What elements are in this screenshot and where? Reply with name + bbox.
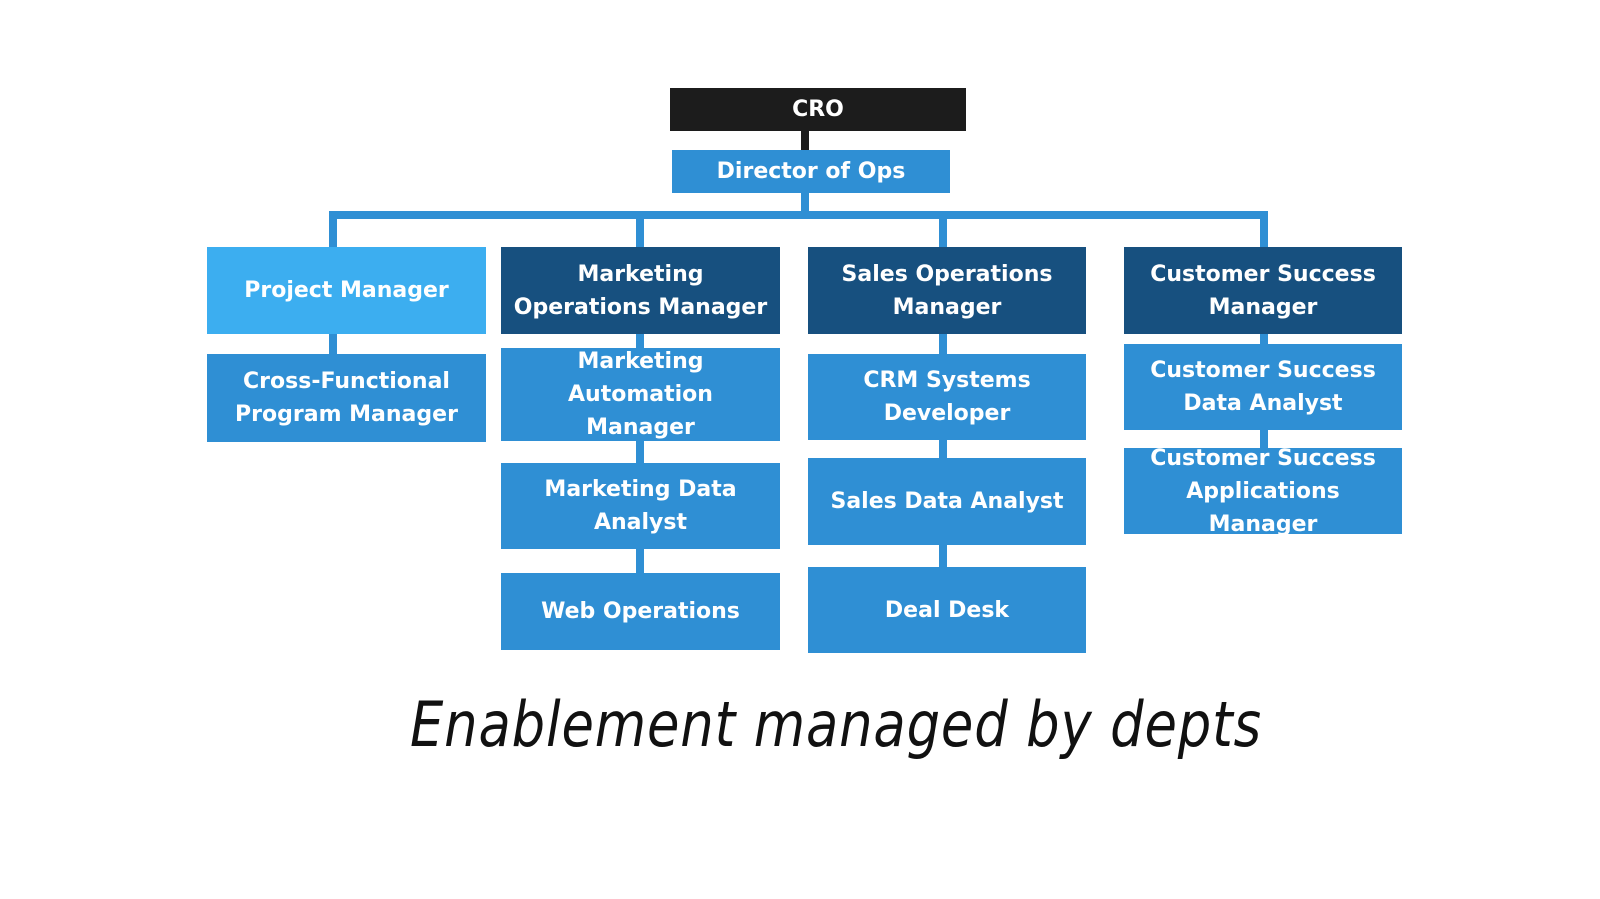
handwritten-caption: Enablement managed by depts	[410, 688, 1262, 761]
node-cross-functional-program-manager: Cross-Functional Program Manager	[207, 354, 486, 442]
connector-col2-r2	[636, 441, 644, 463]
node-sales-data-analyst: Sales Data Analyst	[808, 458, 1086, 545]
connector-col4-r1	[1260, 334, 1268, 344]
node-director-of-ops: Director of Ops	[672, 150, 950, 193]
node-customer-success-applications-manager: Customer Success Applications Manager	[1124, 448, 1402, 534]
connector-director-bus	[801, 193, 809, 213]
connector-bus-col4	[1260, 211, 1268, 247]
connector-bus-col2	[636, 211, 644, 247]
connector-col3-r1	[939, 334, 947, 354]
node-customer-success-manager: Customer Success Manager	[1124, 247, 1402, 334]
connector-col2-r3	[636, 549, 644, 573]
node-deal-desk: Deal Desk	[808, 567, 1086, 653]
node-customer-success-data-analyst: Customer Success Data Analyst	[1124, 344, 1402, 430]
node-marketing-automation-manager: Marketing Automation Manager	[501, 348, 780, 441]
node-crm-systems-developer: CRM Systems Developer	[808, 354, 1086, 440]
connector-col3-r2	[939, 440, 947, 458]
connector-bus-col3	[939, 211, 947, 247]
node-sales-operations-manager: Sales Operations Manager	[808, 247, 1086, 334]
node-web-operations: Web Operations	[501, 573, 780, 650]
connector-cro-director	[801, 130, 809, 150]
connector-horizontal-bus	[329, 211, 1268, 219]
connector-bus-col1	[329, 211, 337, 247]
connector-col3-r3	[939, 545, 947, 567]
node-marketing-data-analyst: Marketing Data Analyst	[501, 463, 780, 549]
connector-col1-r1	[329, 334, 337, 354]
node-project-manager: Project Manager	[207, 247, 486, 334]
node-marketing-operations-manager: Marketing Operations Manager	[501, 247, 780, 334]
connector-col4-r2	[1260, 430, 1268, 448]
connector-col2-r1	[636, 334, 644, 348]
caption-text: Enablement managed by depts	[410, 688, 1262, 761]
node-cro: CRO	[670, 88, 966, 131]
